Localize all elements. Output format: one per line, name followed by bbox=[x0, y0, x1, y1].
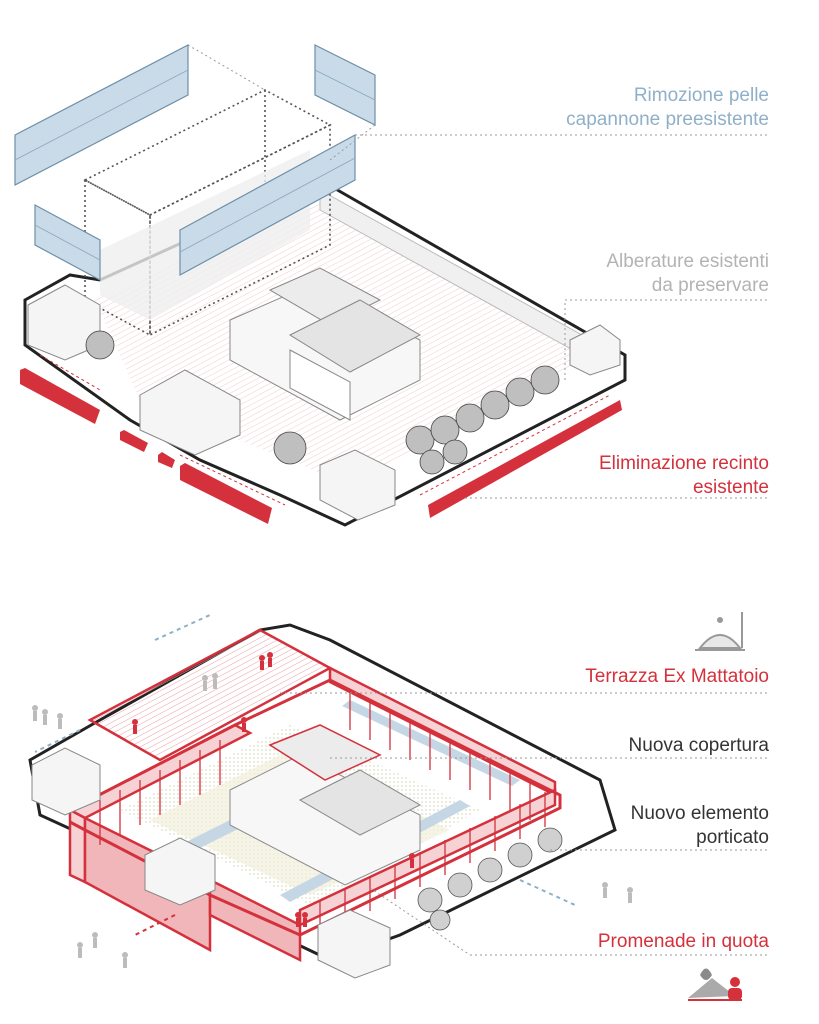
label-rimozione-line2: capannone preesistente bbox=[566, 109, 769, 130]
label-copertura-line1: Nuova copertura bbox=[628, 735, 769, 756]
people-figures bbox=[132, 652, 415, 927]
leader-lines bbox=[280, 692, 770, 956]
hill-viewpoint-icon bbox=[688, 968, 742, 1001]
lodge-buildings bbox=[27, 284, 621, 521]
label-copertura: Nuova copertura bbox=[629, 734, 769, 758]
label-rimozione: Rimozione pelle capannone preesistente bbox=[566, 84, 769, 132]
bottom-axonometric bbox=[28, 612, 770, 1001]
label-promenade-line1: Promenade in quota bbox=[597, 931, 769, 952]
dining-cloche-icon bbox=[695, 612, 745, 651]
portico-outline bbox=[69, 678, 562, 937]
bottom-lodges bbox=[31, 747, 391, 979]
portico-columns bbox=[99, 690, 546, 935]
label-terrazza-line1: Terrazza Ex Mattatoio bbox=[585, 666, 769, 687]
existing-trees bbox=[85, 330, 560, 475]
label-alberature-line1: Alberature esistenti bbox=[606, 251, 769, 272]
removed-facade-panels bbox=[14, 44, 376, 282]
label-eliminazione-line2: esistente bbox=[692, 477, 769, 498]
label-terrazza: Terrazza Ex Mattatoio bbox=[585, 665, 769, 689]
flow-arrows bbox=[34, 614, 576, 936]
label-porticato-line2: porticato bbox=[696, 827, 769, 848]
courtyard-trees bbox=[417, 827, 563, 931]
label-eliminazione-line1: Eliminazione recinto bbox=[598, 453, 769, 474]
label-porticato-line1: Nuovo elemento bbox=[630, 803, 769, 824]
covered-building bbox=[229, 724, 422, 886]
ground-people bbox=[32, 673, 633, 968]
removed-fence-segments bbox=[20, 368, 622, 524]
label-rimozione-line1: Rimozione pelle bbox=[633, 85, 769, 106]
label-alberature: Alberature esistenti da preservare bbox=[606, 250, 769, 298]
top-axonometric bbox=[14, 44, 770, 527]
label-alberature-line2: da preservare bbox=[651, 275, 769, 296]
slaughterhouse-building bbox=[229, 267, 422, 421]
label-eliminazione: Eliminazione recinto esistente bbox=[599, 452, 769, 500]
label-promenade: Promenade in quota bbox=[598, 930, 769, 954]
label-porticato: Nuovo elemento porticato bbox=[631, 802, 769, 850]
